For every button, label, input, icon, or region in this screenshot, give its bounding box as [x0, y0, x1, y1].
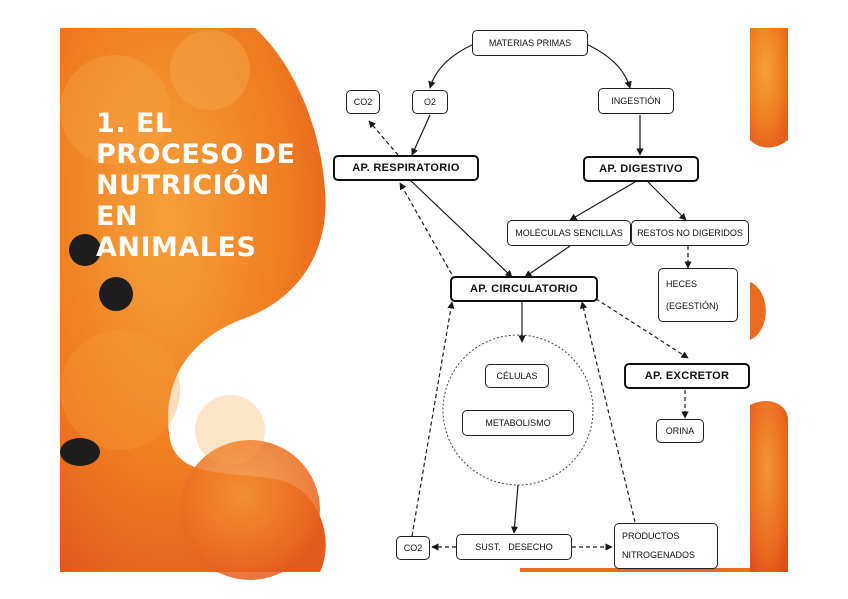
box-materias-primas: MATERIAS PRIMAS [472, 30, 588, 56]
box-ap-respiratorio: AP. RESPIRATORIO [333, 155, 479, 181]
arrow-metabolismo-to-desecho [510, 484, 519, 534]
arrow-circulatorio-to-excretor [589, 294, 689, 359]
arrow-digestivo-to-moleculas [569, 181, 636, 221]
left-orange-decoration [60, 28, 326, 580]
arrow-digestivo-to-restos [647, 181, 687, 221]
box-ingestion: INGESTIÓN [598, 88, 674, 114]
diagram-arrows [368, 43, 692, 551]
right-orange-decoration [520, 28, 788, 572]
box-ap-circulatorio: AP. CIRCULATORIO [450, 276, 598, 302]
arrow-o2-to-respiratorio [411, 114, 431, 156]
arrow-materias-to-ingestion [585, 43, 632, 89]
slide-title: 1. EL PROCESO DE NUTRICIÓN EN ANIMALES [96, 108, 296, 263]
box-productos-nitrogenados: PRODUCTOS NITROGENADOS [614, 523, 718, 569]
arrow-materias-to-o2 [428, 43, 475, 89]
box-o2: O2 [412, 90, 448, 114]
box-moleculas-sencillas: MOLÉCULAS SENCILLAS [507, 220, 631, 246]
arrow-respiratorio-to-circulatorio [409, 179, 513, 278]
arrow-circulatorio-to-respiratorio [399, 182, 456, 281]
box-co2-bottom: CO2 [396, 536, 430, 560]
box-celulas: CÉLULAS [485, 364, 549, 388]
arrow-respiratorio-to-co2 [368, 120, 399, 156]
arrow-productos-to-circulatorio [580, 301, 636, 523]
box-metabolismo: METABOLISMO [462, 410, 574, 436]
arrow-co2-to-circulatorio [411, 301, 455, 537]
box-orina: ORINA [656, 419, 704, 443]
box-sust-desecho: SUST. DESECHO [456, 534, 572, 560]
box-co2-top: CO2 [346, 90, 380, 114]
box-restos-no-digeridos: RESTOS NO DIGERIDOS [631, 220, 749, 246]
box-heces: HECES (EGESTIÓN) [658, 268, 738, 322]
box-ap-excretor: AP. EXCRETOR [624, 363, 750, 389]
arrow-moleculas-to-circulatorio [524, 245, 571, 278]
box-ap-digestivo: AP. DIGESTIVO [583, 156, 699, 182]
